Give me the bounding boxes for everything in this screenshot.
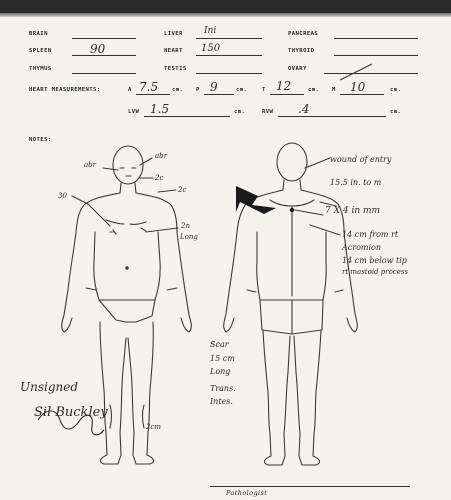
wound-mark: [290, 208, 294, 212]
pathologist-signature-line: [210, 486, 410, 487]
pathologist-label: Pathologist: [226, 489, 267, 497]
back-note-size: 7 X 4 in mm: [325, 206, 380, 216]
back-note-below-tip: 14 cm below tip: [342, 256, 407, 265]
back-note-acromion: Acromion: [342, 243, 381, 252]
back-note-wound: wound of entry: [330, 155, 391, 164]
back-note-15cm: 15 cm: [210, 354, 235, 363]
back-note-mastoid: rt mastoid process: [342, 268, 408, 276]
front-note-2n: 2n: [181, 222, 190, 230]
front-note-long: Long: [180, 233, 198, 241]
front-note-abr-right: abr: [155, 152, 167, 160]
front-note-abr-left: abr: [84, 161, 96, 169]
front-note-30: 30: [58, 192, 67, 200]
back-note-from-rt: 14 cm from rt: [342, 230, 398, 239]
front-note-2c-lower: 2c: [178, 186, 186, 194]
back-note-trans: Trans.: [210, 384, 236, 393]
front-note-unsigned: Unsigned: [20, 380, 78, 394]
back-note-distance: 15.5 in. to m: [330, 178, 381, 187]
front-note-2c-upper: 2c: [155, 174, 163, 182]
front-note-signature: Sil Buckley: [34, 405, 108, 420]
back-note-intes: Intes.: [210, 397, 233, 406]
back-note-scar: Scar: [210, 340, 229, 349]
back-note-long: Long: [210, 367, 230, 376]
front-note-2cm: 2cm: [146, 423, 161, 431]
